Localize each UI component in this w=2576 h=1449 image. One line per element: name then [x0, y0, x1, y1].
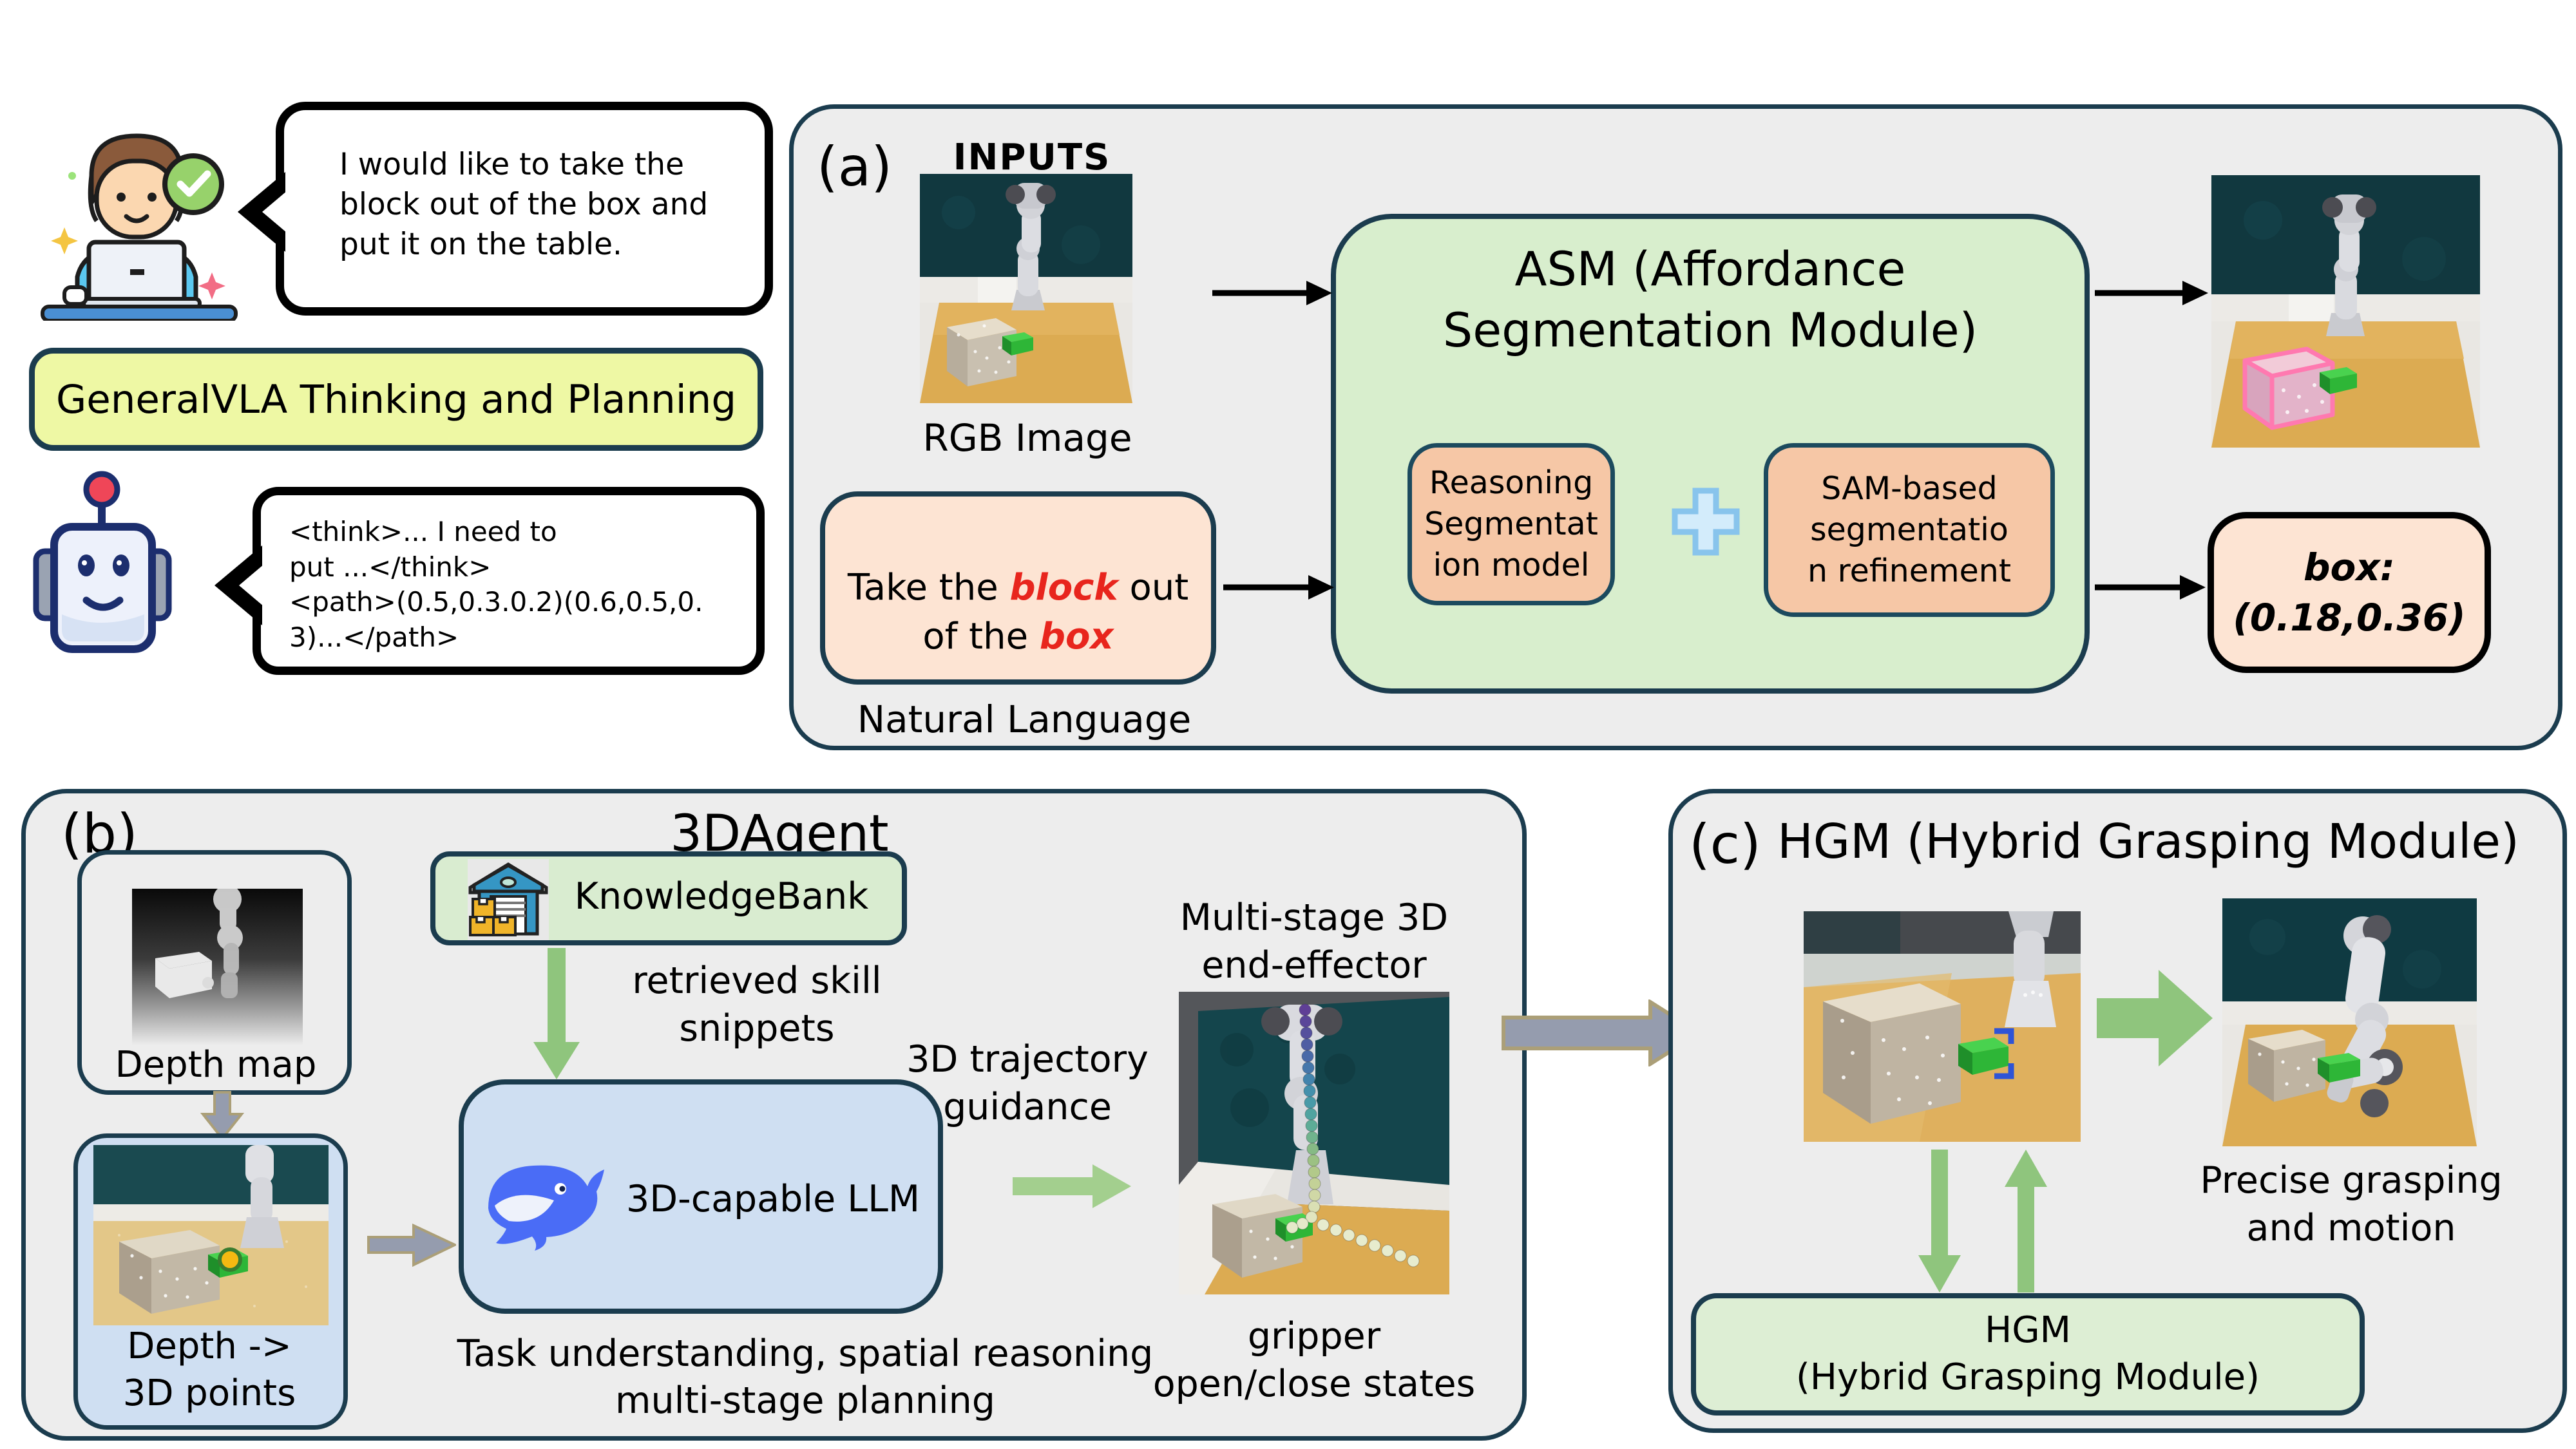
crates-icon — [469, 898, 517, 936]
grasp-candidate-image — [1804, 911, 2081, 1142]
result-box: box: (0.18,0.36) — [2208, 512, 2491, 673]
arrow-llm-to-trajectory-icon — [1013, 1164, 1131, 1208]
person-at-laptop-icon — [41, 133, 238, 321]
green-block-with-point — [208, 1247, 248, 1278]
arrow-hgm-to-image-icon — [2005, 1150, 2047, 1293]
whale-icon — [488, 1165, 604, 1251]
green-block — [2320, 367, 2357, 394]
inputs-heading: INPUTS — [953, 137, 1111, 178]
llm-label: 3D-capable LLM — [626, 1178, 920, 1220]
precise-caption: Precise grasping and motion — [2200, 1159, 2503, 1250]
panel-c-label: (c) — [1689, 813, 1761, 876]
robot-arm — [240, 1145, 284, 1248]
hgm-box-label: HGM (Hybrid Grasping Module) — [1796, 1309, 2260, 1398]
robot-speech-text: <think>... I need to put ...</think> <pa… — [289, 516, 703, 653]
arrow-points-to-llm-icon — [367, 1223, 456, 1267]
hgm-box: HGM (Hybrid Grasping Module) — [1691, 1293, 2365, 1416]
reasoning-segmentation-box: Reasoning Segmentat ion model — [1407, 443, 1615, 605]
robot-speech-bubble: [data-name="robot-speech-bubble"]:before… — [215, 487, 765, 675]
grasp-bracket-icon — [1994, 1028, 2014, 1079]
green-block — [1002, 332, 1033, 355]
grasping-result-image — [2222, 898, 2477, 1146]
robot-arm — [2005, 911, 2056, 1027]
points-image — [93, 1145, 329, 1325]
rgb-caption: RGB Image — [922, 416, 1132, 460]
instruction-text: Take the block out of the box — [848, 515, 1188, 661]
instruction-highlight-box: box — [1039, 615, 1114, 658]
robot-arm — [2322, 194, 2376, 336]
check-badge-icon — [162, 153, 224, 215]
affordance-point-icon — [218, 1247, 242, 1272]
arrow-asm-to-result-icon — [2095, 575, 2206, 600]
arrow-grasp-to-result-icon — [2097, 970, 2213, 1066]
robot-icon — [33, 471, 172, 653]
speckled-box — [2248, 1030, 2325, 1102]
panel-c-title: HGM (Hybrid Grasping Module) — [1777, 814, 2519, 869]
instruction-highlight-block: block — [1009, 567, 1118, 609]
asm-title: ASM (Affordance Segmentation Module) — [1442, 242, 1978, 358]
multistage-caption: Multi-stage 3D end-effector — [1179, 896, 1449, 987]
warehouse-icon — [468, 859, 549, 940]
nl-caption: Natural Language — [857, 697, 1192, 741]
sam-refinement-label: SAM-based segmentatio n refinement — [1807, 470, 2012, 589]
trajectory-dots — [1286, 1003, 1420, 1267]
guidance-caption: 3D trajectory guidance — [906, 1038, 1149, 1129]
user-speech-text: I would like to take the block out of th… — [339, 147, 709, 263]
speckled-box — [1823, 983, 1961, 1124]
depth-map-image — [132, 889, 303, 1046]
task-caption: Task understanding, spatial reasoning mu… — [457, 1332, 1154, 1422]
robot-arm — [1006, 183, 1056, 310]
green-block — [2318, 1053, 2360, 1083]
arrow-nl-to-asm-icon — [1223, 575, 1334, 600]
depth-map-caption: Depth map — [115, 1044, 317, 1086]
instruction-part: Take the — [847, 567, 1010, 609]
knowledge-bank-label: KnowledgeBank — [574, 875, 869, 918]
segmentation-output-image — [2211, 175, 2480, 448]
generalvla-banner: GeneralVLA Thinking and Planning — [29, 348, 763, 451]
rgb-input-image — [920, 174, 1132, 403]
speckled-box — [119, 1230, 220, 1314]
gripper-caption: gripper open/close states — [1152, 1315, 1476, 1406]
green-block-grasp-target — [1958, 1028, 2014, 1079]
plus-icon — [1672, 488, 1740, 556]
retrieved-skill-caption: retrieved skill snippets — [632, 960, 882, 1050]
banner-text: GeneralVLA Thinking and Planning — [55, 376, 737, 422]
panel-a-label: (a) — [817, 135, 893, 198]
segmented-box-highlight — [2242, 346, 2335, 430]
arrow-asm-to-segimage-icon — [2095, 281, 2208, 305]
arrow-rgb-to-asm-icon — [1212, 281, 1332, 305]
arrow-kb-to-llm-icon — [533, 948, 580, 1079]
sam-refinement-box: SAM-based segmentatio n refinement — [1764, 443, 2055, 617]
tabletop-box — [947, 318, 1016, 386]
arrow-depth-to-points-icon — [200, 1091, 245, 1140]
instruction-part: out of the — [922, 567, 1189, 658]
trajectory-image — [1179, 992, 1449, 1294]
points-caption: Depth -> 3D points — [122, 1325, 296, 1414]
arrow-image-to-hgm-icon — [1918, 1150, 1961, 1293]
user-speech-bubble: [data-name="user-speech-bubble"]:before{… — [238, 102, 773, 316]
result-text: box: (0.18,0.36) — [2233, 545, 2466, 639]
reasoning-segmentation-label: Reasoning Segmentat ion model — [1424, 464, 1598, 583]
instruction-box: Take the block out of the box — [820, 491, 1216, 685]
